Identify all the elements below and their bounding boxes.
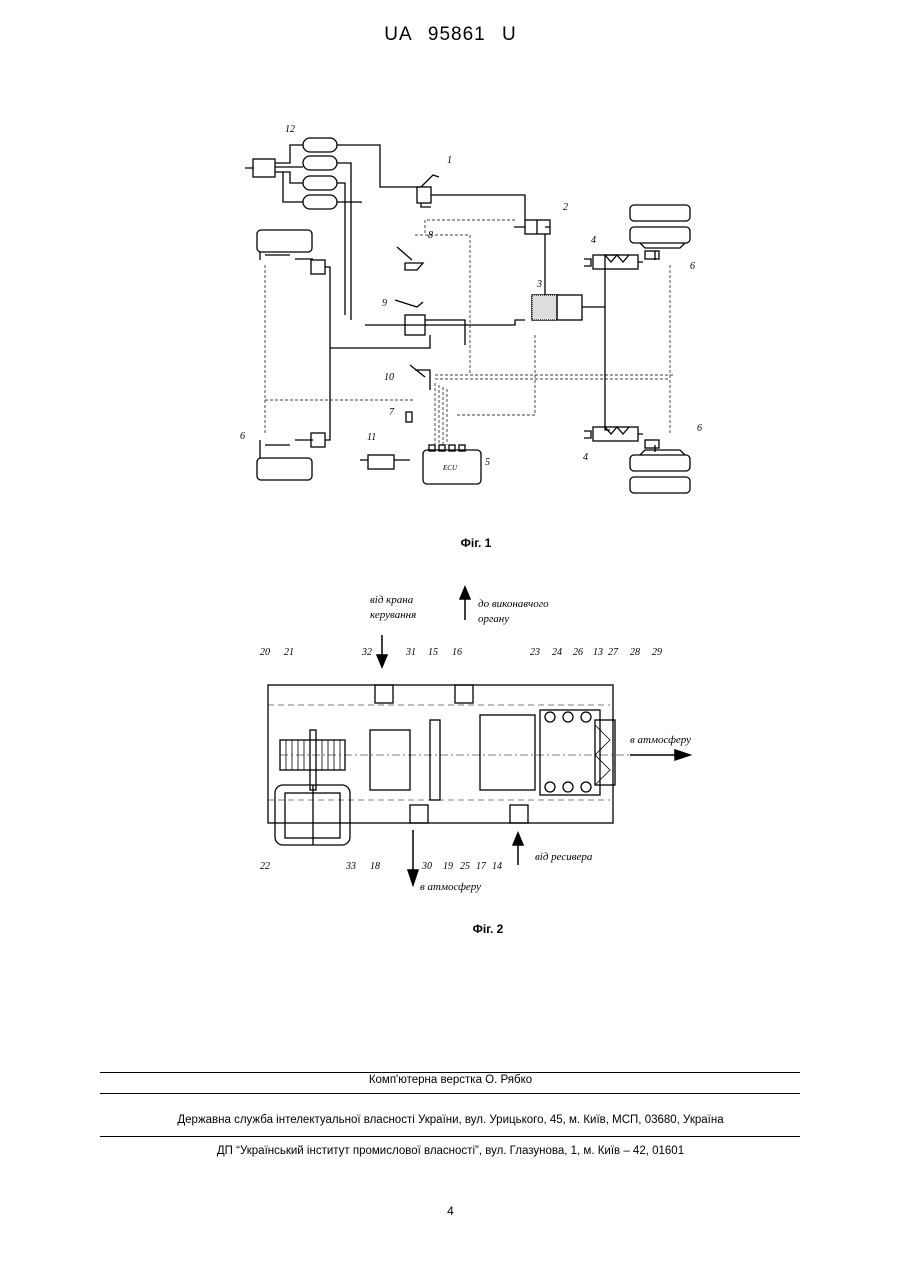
- ecu-label: ECU: [442, 464, 458, 472]
- figure-2-caption: Фіг. 2: [428, 922, 548, 936]
- figure-1-brake-system-diagram: ECU 12 1 2 3 4 4 5 6 6 6 7 8 9 10 11: [225, 115, 725, 505]
- svg-text:18: 18: [370, 861, 380, 872]
- agency-address: Державна служба інтелектуальної власност…: [0, 1114, 901, 1126]
- svg-text:органу: органу: [478, 613, 509, 625]
- svg-text:керування: керування: [370, 609, 416, 621]
- svg-text:32: 32: [361, 647, 372, 658]
- svg-text:17: 17: [476, 861, 487, 872]
- svg-text:22: 22: [260, 861, 270, 872]
- sensor-7: [406, 412, 412, 422]
- svg-text:4: 4: [583, 452, 588, 463]
- svg-text:3: 3: [536, 279, 542, 290]
- svg-text:10: 10: [384, 372, 394, 383]
- svg-text:29: 29: [652, 647, 662, 658]
- svg-text:2: 2: [563, 202, 568, 213]
- actuator-4-top: [584, 255, 643, 269]
- figure-2-valve-cross-section: від крана керування до виконавчого орган…: [250, 575, 700, 905]
- svg-text:23: 23: [530, 647, 540, 658]
- svg-text:26: 26: [573, 647, 583, 658]
- svg-text:12: 12: [285, 124, 295, 135]
- figure-2-text: від крана керування до виконавчого орган…: [370, 594, 691, 893]
- page-number: 4: [0, 1204, 901, 1218]
- svg-text:14: 14: [492, 861, 502, 872]
- wheel-rear-right: [630, 440, 690, 493]
- svg-text:16: 16: [452, 647, 462, 658]
- footer-rule-2: [100, 1093, 800, 1094]
- svg-text:до виконавчого: до виконавчого: [478, 598, 549, 610]
- ecu-5: ECU: [423, 445, 481, 484]
- figure-1-caption: Фіг. 1: [416, 536, 536, 550]
- footer-rule-1: [100, 1072, 800, 1073]
- indicator-11: [360, 455, 410, 469]
- svg-text:31: 31: [405, 647, 416, 658]
- svg-text:8: 8: [428, 230, 433, 241]
- footer-rule-3: [100, 1136, 800, 1137]
- electromagnet: [275, 730, 350, 845]
- svg-text:в атмосферу: в атмосферу: [630, 734, 691, 746]
- svg-text:13: 13: [593, 647, 603, 658]
- svg-text:6: 6: [697, 423, 702, 434]
- layout-credit: Комп'ютерна верстка О. Рябко: [0, 1074, 901, 1086]
- svg-text:5: 5: [485, 457, 490, 468]
- pedal-8: [397, 247, 423, 270]
- valve-9: [330, 300, 465, 348]
- valve-1: [417, 175, 525, 220]
- modulator-3: [365, 255, 618, 430]
- svg-text:20: 20: [260, 647, 270, 658]
- patent-number: UA 95861 U: [0, 24, 901, 46]
- wheel-rear-left: [257, 340, 330, 480]
- wheel-front-right: [630, 205, 690, 260]
- signal-lines: [265, 220, 675, 445]
- figure-2-bottom-labels: 22 33 18 30 19 25 17 14: [260, 861, 502, 872]
- svg-text:в атмосферу: в атмосферу: [420, 881, 481, 893]
- svg-text:24: 24: [552, 647, 562, 658]
- svg-text:27: 27: [608, 647, 619, 658]
- svg-text:15: 15: [428, 647, 438, 658]
- svg-text:33: 33: [345, 861, 356, 872]
- wheel-front-left: [257, 230, 330, 340]
- sensor-10: [410, 365, 430, 390]
- svg-text:11: 11: [367, 432, 376, 443]
- actuator-4-bottom: [584, 427, 643, 441]
- svg-text:7: 7: [389, 407, 395, 418]
- svg-text:9: 9: [382, 298, 387, 309]
- svg-text:4: 4: [591, 235, 596, 246]
- svg-text:30: 30: [421, 861, 432, 872]
- svg-text:1: 1: [447, 155, 452, 166]
- svg-text:25: 25: [460, 861, 470, 872]
- svg-text:6: 6: [690, 261, 695, 272]
- svg-text:від ресивера: від ресивера: [535, 851, 593, 863]
- svg-text:від крана: від крана: [370, 594, 414, 606]
- svg-text:19: 19: [443, 861, 453, 872]
- svg-text:28: 28: [630, 647, 640, 658]
- svg-text:6: 6: [240, 431, 245, 442]
- figure-2-top-labels: 20 21 32 31 15 16 23 24 26 13 27 28 29: [260, 647, 662, 658]
- svg-text:21: 21: [284, 647, 294, 658]
- institute-address: ДП “Український інститут промислової вла…: [0, 1145, 901, 1157]
- air-receivers: [245, 138, 420, 320]
